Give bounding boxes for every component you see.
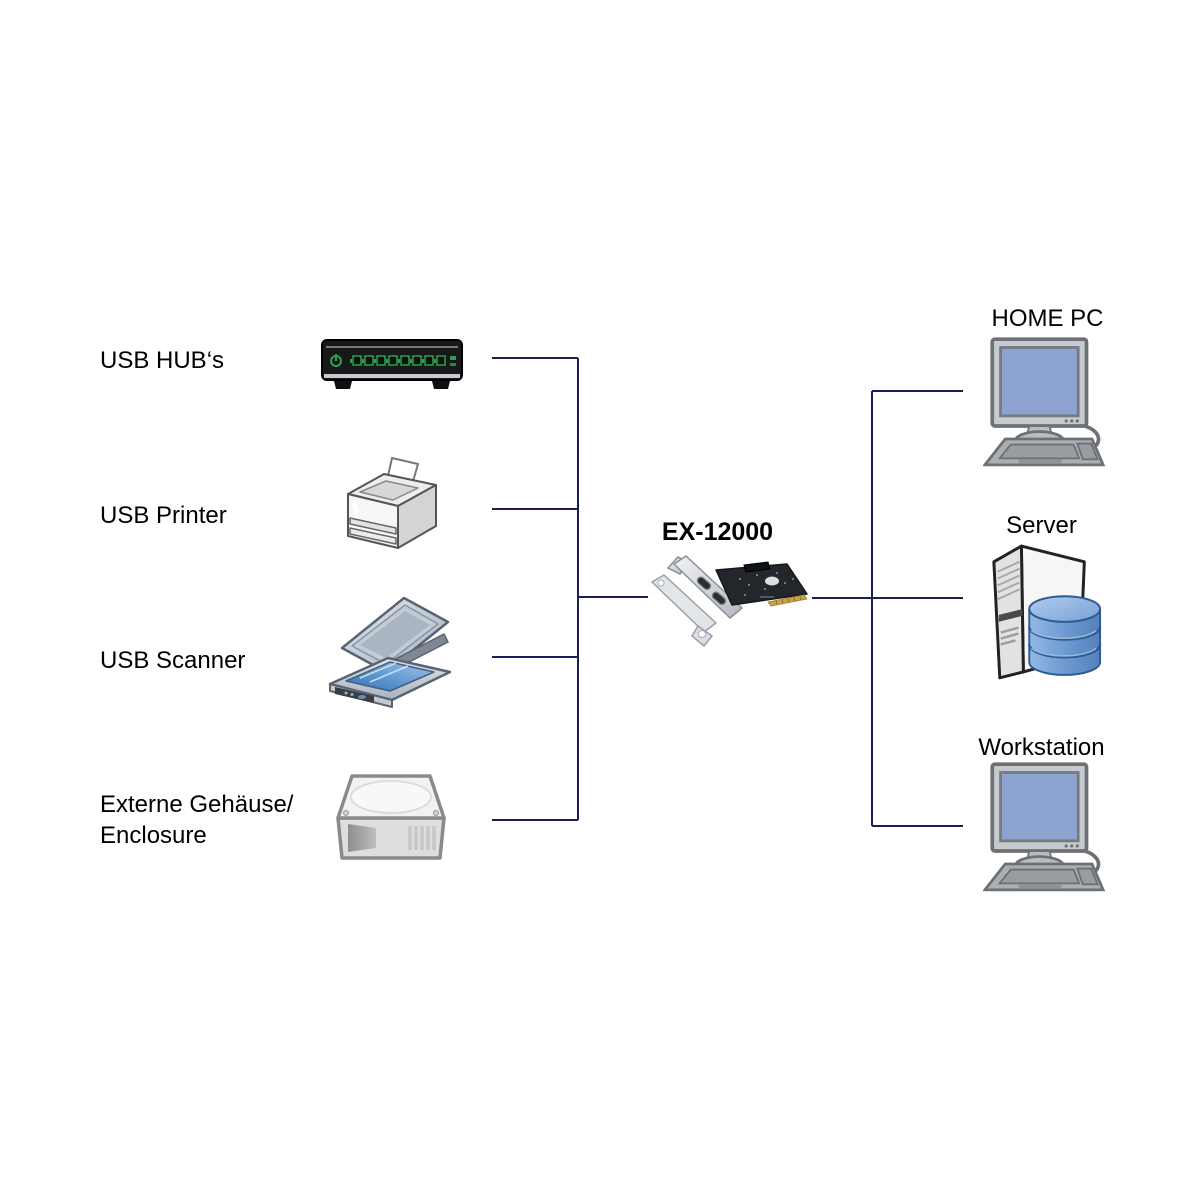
workstation-icon [983,762,1105,892]
usb-scanner-icon [328,596,452,708]
enclosure-label-line1: Externe Gehäuse/ [100,791,294,818]
home-pc-icon [983,337,1105,467]
usb-hub-label: USB HUB‘s [100,347,225,374]
usb-printer-label: USB Printer [100,502,227,529]
product-title: EX-12000 [661,518,774,546]
home-pc-label: HOME PC [991,305,1104,332]
server-icon [992,544,1102,680]
usb-scanner-label: USB Scanner [100,647,246,674]
server-label: Server [1006,512,1077,539]
enclosure-label: Externe Gehäuse/ Enclosure [100,789,293,851]
hard-drive-icon [336,774,446,860]
usb-printer-icon [347,457,437,549]
usb-hub-icon [321,339,463,389]
enclosure-label-line2: Enclosure [100,822,207,849]
pcie-card-icon [651,555,808,648]
workstation-label: Workstation [978,734,1105,761]
